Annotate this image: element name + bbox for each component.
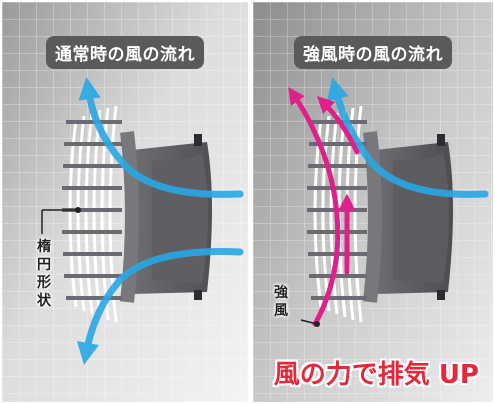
airflow-arrows <box>76 76 244 366</box>
vent-housing <box>120 131 212 303</box>
exhaust-up-callout: 風の力で排気 UP <box>273 360 479 390</box>
shape-pointer <box>41 207 81 234</box>
strong-wind-arrows <box>288 87 360 327</box>
strong-wind-label: 強風 <box>274 285 288 319</box>
wind-pointer <box>300 319 320 327</box>
vent-housing <box>363 131 453 303</box>
airflow-arrows <box>326 77 489 198</box>
normal-airflow-title: 通常時の風の流れ <box>46 36 204 69</box>
elliptical-shape-label: 楕円形状 <box>37 239 51 309</box>
strong-wind-panel: 強風時の風の流れ 強風 風の力で排気 UP <box>253 2 493 402</box>
strong-wind-title: 強風時の風の流れ <box>294 36 452 69</box>
normal-airflow-panel: 通常時の風の流れ 楕円形状 <box>2 2 248 402</box>
